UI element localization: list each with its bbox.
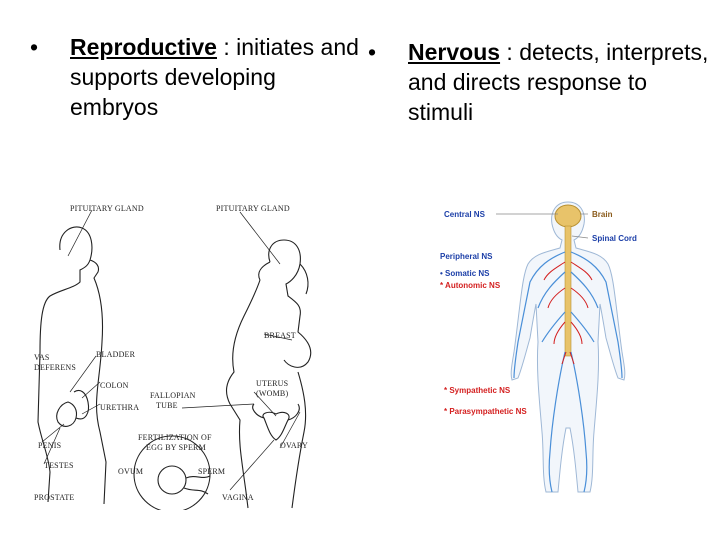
label-penis: PENIS: [38, 441, 61, 450]
label-parasympathetic-ns: * Parasympathetic NS: [444, 407, 527, 416]
label-sperm: SPERM: [198, 467, 225, 476]
nervous-description: detects, interprets, and directs respons…: [408, 39, 709, 125]
label-bladder: BLADDER: [96, 350, 136, 359]
reproductive-term: Reproductive: [70, 34, 217, 60]
label-testes: TESTES: [44, 461, 74, 470]
pointer-colon: [81, 381, 101, 399]
label-fallopian-2: TUBE: [156, 401, 178, 410]
female-head-outline: [268, 239, 312, 368]
label-ovary: OVARY: [280, 441, 308, 450]
pointer-testes: [43, 427, 61, 465]
ovum-cell: [157, 465, 187, 495]
label-vas-deferens-2: DEFERENS: [34, 363, 76, 372]
label-autonomic-ns: * Autonomic NS: [440, 281, 501, 290]
label-urethra: URETHRA: [100, 403, 139, 412]
nervous-system-figure: Central NS Brain Spinal Cord Peripheral …: [430, 192, 680, 502]
pointer-vagina: [229, 439, 275, 491]
label-spinal-cord: Spinal Cord: [592, 234, 637, 243]
label-fallopian-1: FALLOPIAN: [150, 391, 196, 400]
label-uterus-1: UTERUS: [256, 379, 288, 388]
pointer-uterus: [253, 391, 277, 417]
label-prostate: PROSTATE: [34, 493, 75, 502]
autonomic-nerves: [543, 261, 593, 365]
fertilization-inset: [133, 435, 211, 510]
reproductive-description: initiates and supports developing embryo…: [70, 34, 359, 120]
label-ovum: OVUM: [118, 467, 143, 476]
nervous-separator: :: [500, 39, 520, 65]
bullet-marker: •: [30, 34, 39, 60]
label-central-ns: Central NS: [444, 210, 486, 219]
bullet-marker: •: [368, 39, 377, 65]
male-organ-outline: [56, 401, 78, 427]
label-sympathetic-ns: * Sympathetic NS: [444, 386, 511, 395]
male-head-outline: [37, 226, 93, 503]
pointer-spinal-cord: [571, 235, 589, 239]
female-hip-outline: [291, 371, 307, 509]
brain-shape: [554, 204, 582, 228]
sperm-tails: [183, 475, 211, 495]
label-peripheral-ns: Peripheral NS: [440, 252, 493, 261]
fallopian-tube-outline: [252, 403, 300, 421]
label-breast: BREAST: [264, 331, 296, 340]
label-colon: COLON: [100, 381, 129, 390]
pointer-penis: [41, 423, 65, 443]
male-duct: [73, 389, 90, 420]
nervous-term: Nervous: [408, 39, 501, 65]
peripheral-nerves: [513, 251, 623, 493]
label-pituitary-left: PITUITARY GLAND: [70, 204, 144, 213]
label-fertilization-1: FERTILIZATION OF: [138, 433, 212, 442]
pointer-fallopian: [181, 403, 255, 409]
label-fertilization-2: EGG BY SPERM: [146, 443, 206, 452]
label-uterus-2: (WOMB): [256, 389, 288, 398]
label-vagina: VAGINA: [222, 493, 254, 502]
pointer-breast: [263, 333, 293, 341]
reproductive-bullet: • Reproductive : initiates and supports …: [30, 32, 360, 122]
label-brain: Brain: [592, 210, 613, 219]
male-back-outline: [89, 259, 107, 505]
pointer-bladder: [69, 355, 97, 393]
pointer-pituitary-left: [67, 209, 93, 257]
pointer-pituitary-right: [239, 211, 281, 265]
female-body-outline: [225, 279, 261, 509]
pointer-ovary: [279, 411, 301, 449]
label-somatic-ns: • Somatic NS: [440, 269, 490, 278]
female-hair: [258, 261, 309, 295]
reproductive-separator: :: [216, 34, 237, 60]
spinal-cord: [564, 225, 572, 357]
pointer-urethra: [81, 403, 101, 415]
reproductive-text: Reproductive : initiates and supports de…: [30, 32, 360, 122]
nervous-text: Nervous : detects, interprets, and direc…: [368, 37, 713, 127]
label-vas-deferens-1: VAS: [34, 353, 50, 362]
nervous-bullet: • Nervous : detects, interprets, and dir…: [368, 37, 713, 127]
label-pituitary-right: PITUITARY GLAND: [216, 204, 290, 213]
reproductive-system-figure: PITUITARY GLAND PITUITARY GLAND BREAST V…: [30, 192, 335, 510]
